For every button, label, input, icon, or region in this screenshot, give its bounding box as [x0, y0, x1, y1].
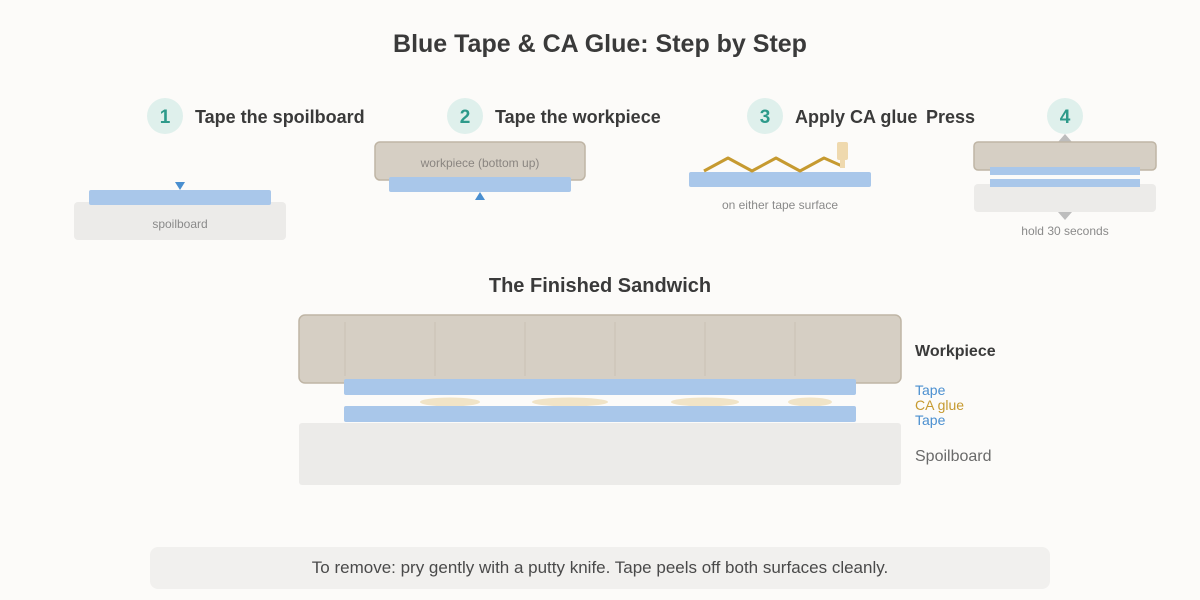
- step-4-tape-top: [990, 167, 1140, 175]
- step-1-spoilboard-label: spoilboard: [152, 217, 207, 231]
- sandwich-workpiece: [298, 314, 902, 384]
- sandwich-tape-top: [344, 379, 856, 395]
- sandwich-title: The Finished Sandwich: [489, 275, 711, 297]
- step-3-tape: [689, 172, 871, 187]
- step-4-workpiece: [973, 141, 1157, 171]
- legend-tape-bottom: Tape: [915, 412, 946, 428]
- step-3-label: Apply CA glue: [795, 107, 917, 127]
- step-4-number: 4: [1060, 107, 1071, 128]
- step-4: Press 4 hold 30 seconds: [926, 98, 1157, 238]
- step-1-number: 1: [160, 107, 171, 128]
- sandwich-tape-bottom: [344, 406, 856, 422]
- legend-ca-glue: CA glue: [915, 397, 964, 413]
- step-2-number: 2: [460, 107, 471, 128]
- step-1-badge: [147, 98, 183, 134]
- page-title: Blue Tape & CA Glue: Step by Step: [393, 30, 807, 58]
- sandwich-diagram: [298, 314, 902, 485]
- step-1-arrow-down-icon: [175, 182, 185, 190]
- step-3: 3 Apply CA glue on either tape surface: [689, 98, 917, 212]
- step-4-tape-bottom: [990, 179, 1140, 187]
- glue-dot: [788, 397, 832, 407]
- removal-note-text: To remove: pry gently with a putty knife…: [311, 558, 889, 577]
- glue-bottle-icon: [837, 142, 848, 160]
- step-2: 2 Tape the workpiece workpiece (bottom u…: [374, 98, 661, 200]
- step-1-spoilboard: [74, 202, 286, 240]
- workpiece-grain-lines: [344, 322, 796, 376]
- step-4-press-down-icon: [1058, 134, 1072, 142]
- step-4-caption: hold 30 seconds: [1021, 224, 1108, 238]
- legend-spoilboard: Spoilboard: [915, 448, 992, 465]
- legend-workpiece: Workpiece: [915, 343, 996, 360]
- step-3-number: 3: [760, 107, 771, 128]
- step-3-glue-zigzag: [703, 156, 843, 173]
- step-4-label: Press: [926, 107, 975, 127]
- step-4-spoilboard: [974, 184, 1156, 212]
- legend-tape-top: Tape: [915, 382, 946, 398]
- step-2-arrow-up-icon: [475, 192, 485, 200]
- step-1-label: Tape the spoilboard: [195, 107, 365, 127]
- sandwich-spoilboard: [299, 423, 901, 485]
- step-3-badge: [747, 98, 783, 134]
- step-4-badge: [1047, 98, 1083, 134]
- sandwich-legend: Workpiece Tape CA glue Tape Spoilboard: [915, 343, 996, 465]
- glue-dot: [671, 397, 739, 407]
- step-2-label: Tape the workpiece: [495, 107, 661, 127]
- glue-dot: [532, 397, 608, 407]
- glue-bottle-nozzle: [840, 160, 845, 168]
- step-2-badge: [447, 98, 483, 134]
- step-4-press-up-icon: [1058, 212, 1072, 220]
- step-1-tape: [89, 190, 271, 205]
- step-2-tape: [389, 177, 571, 192]
- glue-dot: [420, 397, 480, 407]
- removal-note: To remove: pry gently with a putty knife…: [150, 547, 1050, 589]
- step-1: 1 Tape the spoilboard spoilboard: [74, 98, 365, 240]
- step-2-workpiece-label: workpiece (bottom up): [420, 156, 540, 170]
- step-3-caption: on either tape surface: [722, 198, 838, 212]
